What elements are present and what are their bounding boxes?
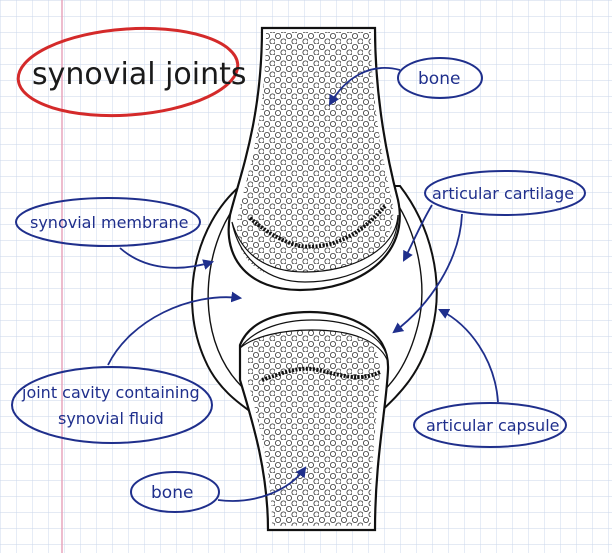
joint-cavity-bubble xyxy=(11,366,213,444)
label-bone-bottom: bone xyxy=(151,483,193,503)
bone-bottom-bubble xyxy=(130,471,220,513)
articular-capsule-bubble xyxy=(413,402,567,448)
articular-cartilage-arrow-lower xyxy=(392,213,463,334)
label-joint-cavity-line1: joint cavity containing xyxy=(21,383,200,402)
upper-bone-texture xyxy=(237,32,394,280)
title-ring xyxy=(16,26,240,118)
lower-articular-cartilage xyxy=(239,319,389,363)
page-title: synovial joints xyxy=(32,57,247,92)
articular-cartilage-arrow-upper xyxy=(402,204,433,262)
articular-cartilage-bubble xyxy=(424,170,586,216)
upper-articular-cartilage xyxy=(231,214,399,283)
lower-bone-texture xyxy=(248,320,380,526)
synovial-membrane-bubble xyxy=(15,197,201,247)
label-joint-cavity-line2: synovial fluid xyxy=(58,409,164,428)
label-articular-cartilage: articular cartilage xyxy=(432,184,574,203)
synovial-membrane-arrow xyxy=(119,247,215,270)
label-articular-capsule: articular capsule xyxy=(426,416,559,435)
lower-epiphyseal-line xyxy=(261,366,381,382)
bone-top-bubble xyxy=(397,57,483,99)
bone-top-arrow xyxy=(328,67,401,106)
bone-bottom-arrow xyxy=(217,466,307,502)
upper-epiphyseal-line xyxy=(248,204,387,249)
articular-capsule-arrow xyxy=(438,309,499,403)
label-bone-top: bone xyxy=(418,69,460,89)
joint-cavity-arrow xyxy=(107,291,243,366)
label-synovial-membrane: synovial membrane xyxy=(30,213,189,232)
